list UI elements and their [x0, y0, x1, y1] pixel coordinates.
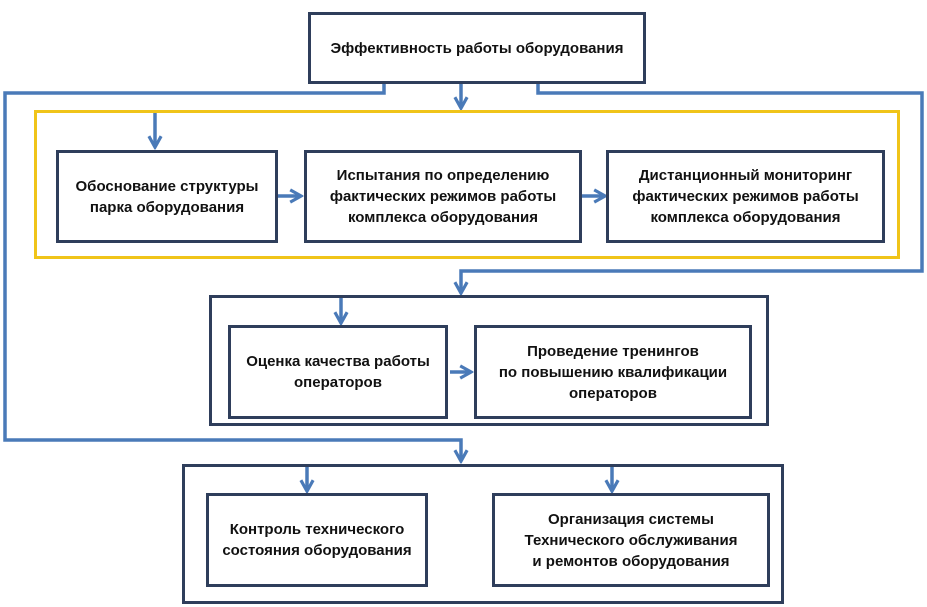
- technical-group-frame: [34, 110, 900, 259]
- node-operator-trainings: Проведение тренингов по повышению квалиф…: [474, 325, 752, 419]
- node-mode-tests-label: Испытания по определению фактических реж…: [329, 167, 557, 226]
- node-fleet-structure: Обоснование структуры парка оборудования: [56, 150, 278, 243]
- node-technical-control: Контроль технического состояния оборудов…: [206, 493, 428, 587]
- node-equipment-efficiency-label: Эффективность работы оборудования: [330, 39, 624, 57]
- node-equipment-efficiency: Эффективность работы оборудования: [308, 12, 646, 84]
- trunk-right: [461, 84, 924, 292]
- node-remote-monitoring: Дистанционный мониторинг фактических реж…: [606, 150, 885, 243]
- operators-group-frame: [209, 295, 769, 426]
- node-operator-quality-label: Оценка качества работы операторов: [246, 353, 430, 391]
- node-remote-monitoring-label: Дистанционный мониторинг фактических реж…: [632, 167, 859, 226]
- node-mode-tests: Испытания по определению фактических реж…: [304, 150, 582, 243]
- node-operator-trainings-label: Проведение тренингов по повышению квалиф…: [498, 342, 728, 402]
- maintenance-group-frame: [182, 464, 784, 604]
- node-technical-control-label: Контроль технического состояния оборудов…: [222, 521, 412, 559]
- node-maintenance-system: Организация системы Технического обслужи…: [492, 493, 770, 587]
- trunk-left: [3, 84, 461, 460]
- node-maintenance-system-label: Организация системы Технического обслужи…: [524, 510, 738, 570]
- node-fleet-structure-label: Обоснование структуры парка оборудования: [75, 177, 259, 216]
- node-operator-quality: Оценка качества работы операторов: [228, 325, 448, 419]
